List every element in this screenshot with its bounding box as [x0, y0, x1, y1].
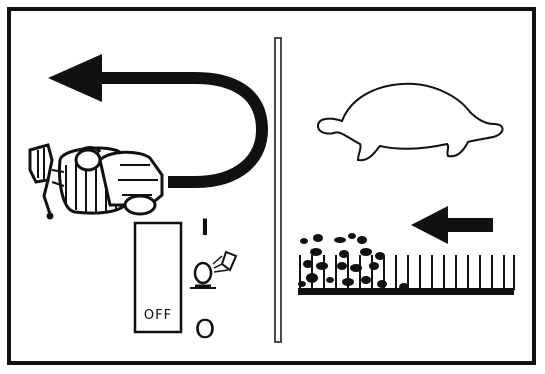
- switch-on-symbol: I: [201, 216, 209, 241]
- plants-row-icon: [298, 233, 515, 295]
- switch-body: [133, 221, 183, 334]
- switch-off-symbol: O: [195, 315, 215, 345]
- right-panel: [298, 82, 515, 295]
- switch-off-label: OFF: [144, 308, 172, 323]
- direction-arrow-icon: [411, 206, 493, 244]
- panel-divider: [274, 37, 282, 343]
- tractor-icon: [28, 143, 164, 220]
- turtle-icon: [316, 82, 504, 162]
- left-panel: OFF I O: [28, 54, 269, 345]
- switch-icon: OFF: [133, 221, 183, 334]
- turn-arrow-icon: [48, 54, 269, 188]
- spray-nozzle-icon: [190, 250, 238, 289]
